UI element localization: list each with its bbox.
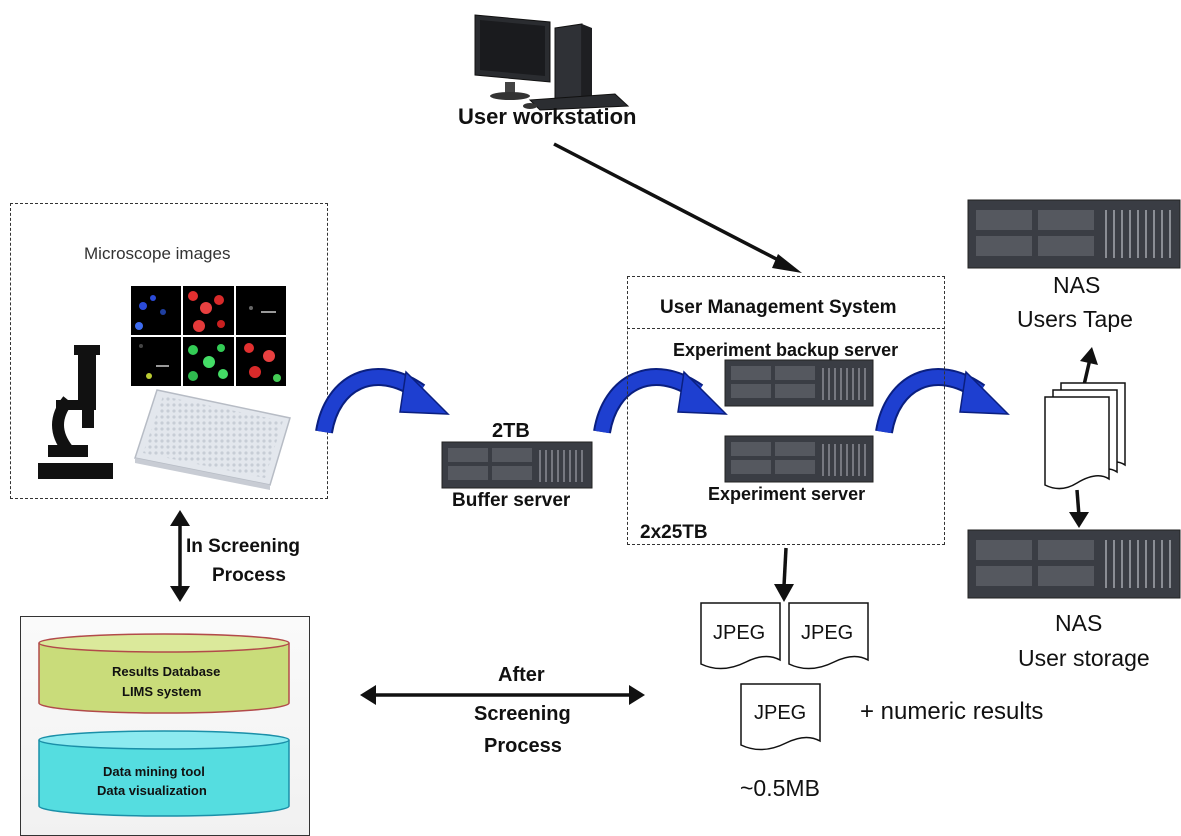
arrow-docs-to-storage [1069, 489, 1089, 528]
db2-line1: Data mining tool [103, 764, 205, 779]
backup-server-label: Experiment backup server [673, 340, 899, 360]
workstation-label: User workstation [458, 104, 637, 129]
nas-tape-server-icon [967, 199, 1181, 269]
jpeg-label-3: JPEG [754, 702, 807, 724]
jpeg-label-2: JPEG [801, 622, 854, 644]
cell-image-blue [135, 295, 166, 330]
db2-line2: Data visualization [97, 783, 207, 798]
numeric-results-label: + numeric results [860, 698, 1044, 725]
stacked-documents-icon [1044, 382, 1126, 490]
curved-arrow-to-ums [593, 368, 728, 434]
jpeg-document-2 [788, 602, 869, 670]
results-database-cylinder [38, 633, 290, 714]
after-screening-line1: After [498, 664, 545, 686]
cell-image-green [188, 344, 228, 381]
after-screening-line2: Screening [474, 703, 571, 725]
cell-image-red-2 [244, 343, 281, 382]
arrow-ums-to-jpeg [774, 547, 794, 602]
in-screening-line1: In Screening [186, 536, 301, 557]
data-mining-cylinder [38, 730, 290, 817]
nas-tape-line1: NAS [1053, 272, 1101, 298]
nas-storage-line1: NAS [1055, 610, 1103, 636]
workstation-icon [474, 14, 630, 111]
cell-image-dark [249, 306, 276, 313]
ums-box [627, 276, 945, 545]
ums-title: User Management System [660, 297, 897, 318]
cell-image-red [188, 291, 225, 332]
microscope-icon [38, 345, 113, 479]
curved-arrow-to-nas [875, 368, 1010, 434]
db1-line1: Results Database [112, 664, 221, 679]
experiment-server-label: Experiment server [708, 484, 866, 504]
cell-image-dark-2 [139, 344, 169, 379]
ums-divider [627, 328, 945, 329]
arrow-after-screening [360, 685, 645, 705]
experiment-server-icon [724, 435, 874, 483]
in-screening-line2: Process [212, 565, 286, 586]
buffer-capacity: 2TB [492, 420, 530, 442]
arrow-workstation-to-ums [553, 142, 802, 273]
microscope-panel [10, 203, 328, 499]
db1-line2: LIMS system [122, 684, 202, 699]
arrow-docs-to-tape [1080, 347, 1098, 386]
arrow-in-screening [170, 510, 190, 602]
jpeg-label-1: JPEG [713, 622, 766, 644]
buffer-server-icon [441, 441, 593, 489]
jpeg-document-1 [700, 602, 781, 670]
nas-tape-line2: Users Tape [1017, 306, 1133, 332]
curved-arrow-to-buffer [315, 368, 450, 434]
microscope-panel-title: Microscope images [84, 244, 231, 263]
nas-storage-server-icon [967, 529, 1181, 599]
buffer-server-label: Buffer server [452, 490, 571, 511]
well-plate-icon [134, 389, 291, 490]
backup-server-icon [724, 359, 874, 407]
jpeg-document-3 [740, 683, 821, 751]
cell-images-grid [131, 286, 286, 386]
size-label: ~0.5MB [740, 775, 820, 801]
nas-storage-line2: User storage [1018, 645, 1150, 671]
ums-capacity: 2x25TB [640, 522, 708, 543]
after-screening-line3: Process [484, 735, 562, 757]
